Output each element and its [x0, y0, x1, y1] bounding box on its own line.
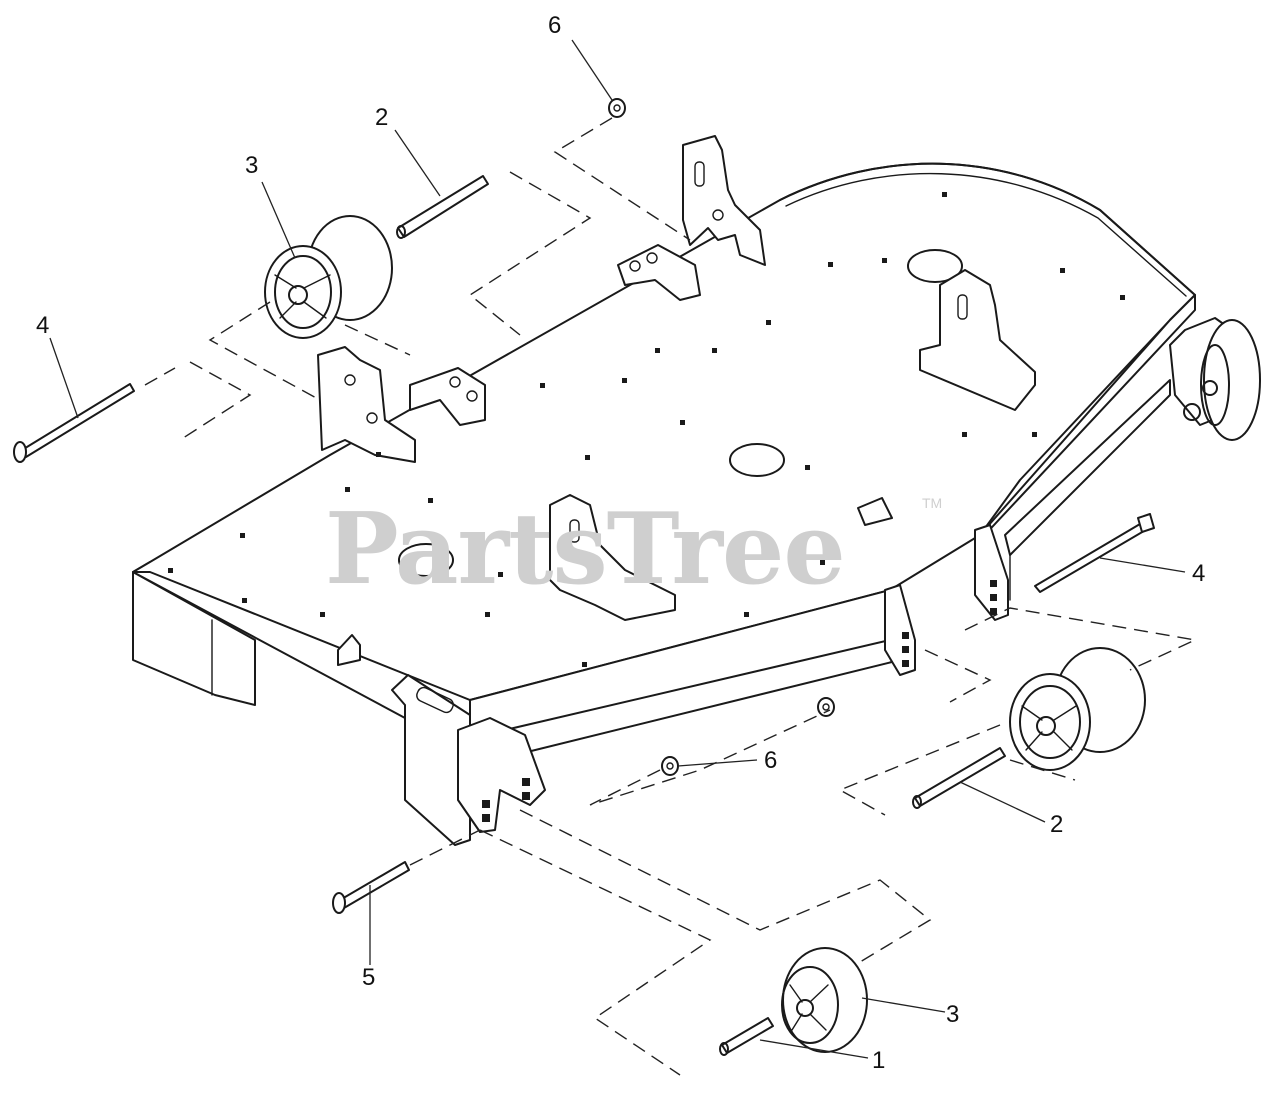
callout-6-top: 6 [548, 12, 561, 39]
callout-1: 1 [872, 1047, 885, 1074]
axle-front-right [912, 747, 1006, 809]
wheel-front-center [781, 947, 868, 1053]
callout-4-right: 4 [1192, 560, 1205, 587]
nut-top [608, 98, 626, 118]
assembly-guides [144, 117, 1198, 1076]
axle-rear [396, 175, 489, 239]
callout-6-front: 6 [764, 747, 777, 774]
callouts: 6 2 3 4 4 6 2 5 3 1 [36, 12, 1205, 1074]
callout-5: 5 [362, 964, 375, 991]
callout-2-rear: 2 [375, 104, 388, 131]
callout-3-front: 3 [946, 1001, 959, 1028]
nut-front [661, 756, 679, 776]
mower-deck [132, 162, 1226, 846]
watermark-brand: PartsTree [325, 492, 845, 607]
callout-4-left: 4 [36, 312, 49, 339]
watermark: PartsTree TM [325, 492, 942, 607]
watermark-trademark: TM [922, 495, 942, 511]
callout-3-rear: 3 [245, 152, 258, 179]
wheel-front-right [1009, 647, 1146, 771]
axle-front-center [719, 1017, 774, 1056]
callout-2-front: 2 [1050, 811, 1063, 838]
bolt-short [332, 861, 410, 914]
wheel-rear-left [264, 215, 393, 339]
nut-front-2 [817, 697, 835, 717]
bolt-long-right [1034, 513, 1155, 593]
wheel-rear-right [1200, 319, 1261, 441]
deck-holes [168, 192, 1125, 667]
deck-brackets [317, 135, 1036, 666]
leader-lines [49, 39, 1186, 1059]
bolt-long-left [13, 383, 135, 463]
spindle-openings [398, 249, 963, 577]
